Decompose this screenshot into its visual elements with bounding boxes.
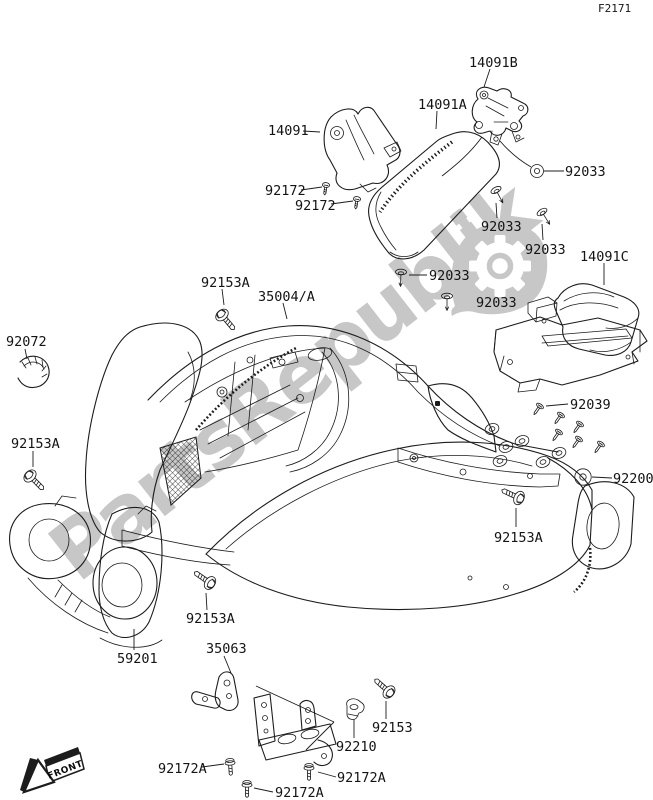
part-59201-headlight-housing (9, 495, 163, 648)
watermark: PartsRepublik | (32, 162, 555, 599)
screw-92039 (569, 434, 584, 451)
part-label-14091B: 14091B (469, 55, 518, 71)
screw-92172a (224, 757, 237, 777)
screw-92172 (320, 181, 331, 196)
leader-lines (24, 68, 613, 793)
screw-92172 (351, 195, 362, 210)
part-label-14091C: 14091C (580, 249, 629, 265)
part-14091c-cover (493, 283, 648, 393)
gear-icon (451, 222, 548, 316)
part-label-92153A: 92153A (186, 611, 235, 627)
fasteners (21, 164, 606, 798)
bolt-92153 (369, 673, 398, 702)
part-label-14091A: 14091A (418, 97, 467, 113)
screw-92039 (549, 427, 564, 444)
bolt-92153a (21, 467, 49, 495)
part-label-92072: 92072 (6, 334, 47, 350)
part-label-92153A: 92153A (494, 530, 543, 546)
part-label-92033: 92033 (565, 164, 606, 180)
part-label-92153A: 92153A (201, 275, 250, 291)
part-label-92172A: 92172A (337, 770, 386, 786)
figure-code: F2171 (598, 2, 631, 15)
washer-92200 (574, 468, 592, 486)
washer-92033 (530, 164, 544, 178)
washer (491, 453, 509, 469)
part-label-92172: 92172 (295, 198, 336, 214)
part-label-35063: 35063 (206, 641, 247, 657)
screw-92039 (570, 419, 585, 436)
part-35063-bracket (191, 671, 337, 767)
washer (483, 421, 501, 437)
part-label-92033: 92033 (429, 268, 470, 284)
washer (534, 454, 552, 470)
screw-92172a (303, 763, 315, 781)
front-direction-arrow: FRONT (20, 747, 85, 794)
screw-92039 (551, 410, 566, 427)
part-92072-band (17, 355, 50, 389)
part-label-92033: 92033 (525, 242, 566, 258)
bolt-92153a (212, 306, 241, 335)
part-label-59201: 59201 (117, 651, 158, 667)
part-label-14091: 14091 (268, 123, 309, 139)
part-label-92172A: 92172A (158, 761, 207, 777)
part-label-92172: 92172 (265, 183, 306, 199)
screw-92039 (530, 401, 545, 418)
screw-92172a (241, 780, 253, 798)
screw-92039 (591, 439, 606, 456)
bolt-92153a (189, 565, 219, 593)
part-label-92210: 92210 (336, 739, 377, 755)
part-label-92039: 92039 (570, 397, 611, 413)
part-labels: 14091B 14091A 14091 92172 92172 92033 92… (6, 55, 653, 800)
part-label-92153: 92153 (372, 720, 413, 736)
part-label-92200: 92200 (613, 471, 653, 487)
part-14091-cover (323, 106, 402, 193)
part-14091a-cover (368, 131, 501, 260)
part-label-92033: 92033 (481, 219, 522, 235)
part-label-92033: 92033 (476, 295, 517, 311)
part-label-92153A: 92153A (11, 436, 60, 452)
part-label-35004A: 35004/A (258, 289, 315, 305)
part-35004-front-fender (85, 322, 635, 611)
part-label-92172A: 92172A (275, 785, 324, 800)
nut-92210 (346, 698, 365, 720)
bolt-92153a (498, 483, 527, 507)
part-14091b-bracket (471, 86, 529, 146)
